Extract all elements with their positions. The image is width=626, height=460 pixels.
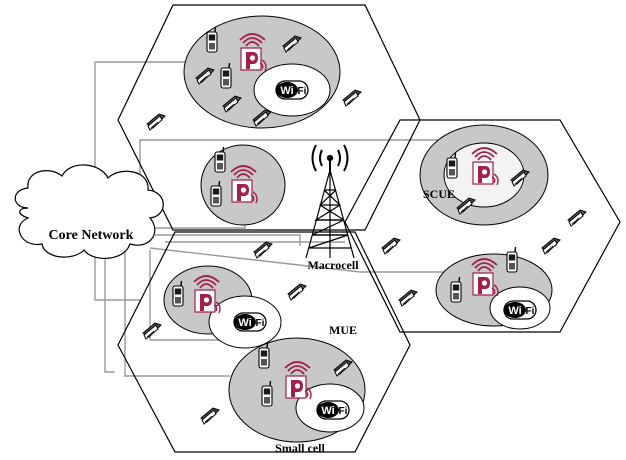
mobile-phone-icon: [142, 322, 162, 340]
wifi-badge-icon: [503, 300, 537, 320]
wifi-badge-icon: [275, 80, 309, 100]
mobile-phone-icon: [541, 237, 561, 255]
mobile-phone-icon: [200, 407, 220, 425]
mobile-phone-icon: [506, 246, 518, 273]
macro-cell-hexagons: [117, 4, 621, 453]
mue-label: MUE: [329, 323, 357, 337]
hexagon-right: [344, 119, 621, 333]
mobile-phone-icon: [253, 241, 273, 259]
mobile-phone-icon: [214, 146, 226, 173]
mobile-phone-icon: [342, 89, 362, 107]
small-cell-areas: [163, 15, 553, 443]
cell-tower-icon: [305, 144, 355, 259]
mobile-phone-icon: [398, 289, 418, 307]
mobile-phone-icon: [567, 209, 587, 227]
macrocell-label: Macrocell: [307, 258, 359, 272]
mobile-phone-icon: [287, 283, 307, 301]
mobile-phone-icon: [146, 113, 166, 131]
hexagon-bottom: [117, 231, 411, 453]
cloud-icon: [14, 164, 164, 259]
small-cell-label: Small cell: [275, 441, 325, 455]
core-network-label: Core Network: [49, 228, 134, 243]
wifi-badge-icon: [316, 400, 350, 420]
wifi-badge-icon: [233, 312, 267, 332]
mobile-phone-icon: [381, 237, 401, 255]
scue-label: SCUE: [423, 187, 455, 201]
hexagon-top: [117, 4, 421, 231]
